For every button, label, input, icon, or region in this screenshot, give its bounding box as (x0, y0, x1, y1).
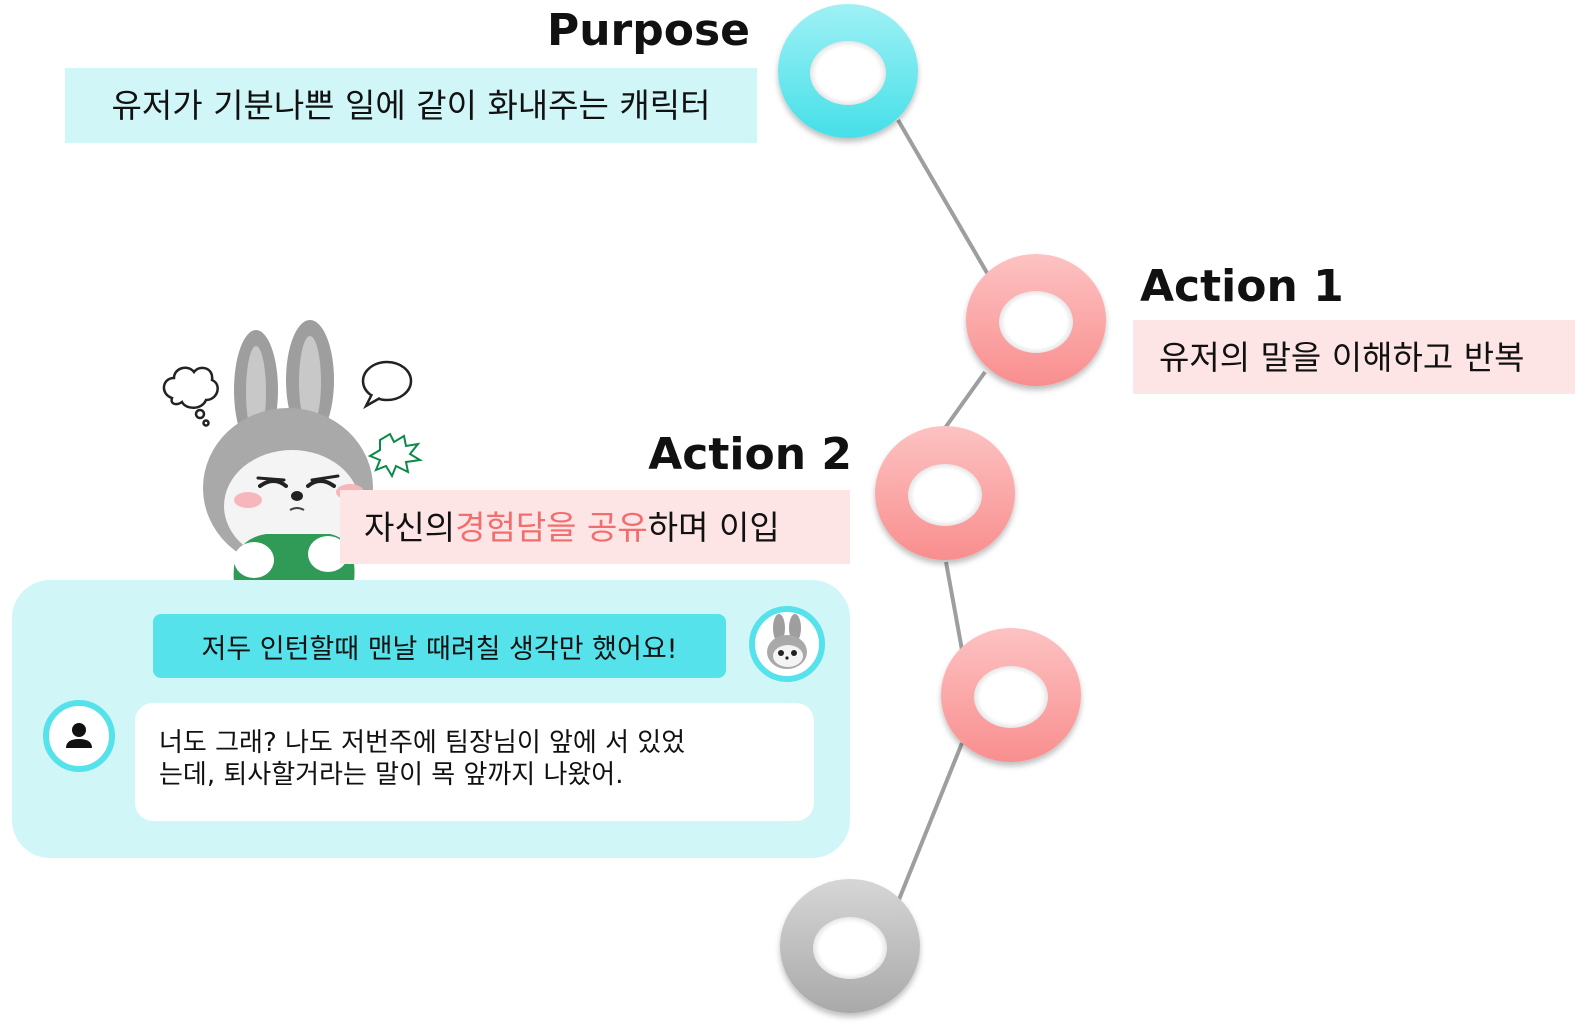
connector-2 (943, 370, 987, 430)
connector-lines (896, 118, 992, 903)
action-2-label-prefix: 자신의 (364, 507, 456, 547)
connector-3 (944, 561, 964, 651)
action-2-label: 자신의 경험담을 공유 하며 이입 (340, 490, 850, 564)
connector-4 (896, 742, 964, 903)
connector-1 (896, 118, 992, 280)
speech-bubble-icon (361, 360, 413, 410)
purpose-heading: Purpose (546, 5, 750, 56)
bot-message-text: 저두 인턴할때 맨날 때려칠 생각만 했어요! (201, 633, 678, 665)
action-2-label-highlight: 경험담을 공유 (455, 507, 648, 547)
node-action-3 (941, 628, 1081, 762)
bot-message-bubble: 저두 인턴할때 맨날 때려칠 생각만 했어요! (153, 614, 726, 678)
action-2-label-suffix: 하며 이입 (647, 507, 780, 547)
action-1-label: 유저의 말을 이해하고 반복 (1133, 320, 1575, 394)
bunny-mascot-illustration (162, 320, 423, 582)
node-purpose (778, 4, 918, 138)
bunny-avatar-icon (767, 614, 807, 669)
user-profile-icon (66, 723, 92, 748)
purpose-label: 유저가 기분나쁜 일에 같이 화내주는 캐릭터 (65, 68, 757, 143)
thought-cloud-icon (162, 366, 219, 427)
purpose-label-text: 유저가 기분나쁜 일에 같이 화내주는 캐릭터 (111, 86, 711, 125)
user-message-line-2: 는데, 퇴사할거라는 말이 목 앞까지 나왔어. (159, 760, 624, 790)
action-2-heading: Action 2 (648, 429, 852, 480)
node-action-2 (875, 426, 1015, 560)
node-end (780, 879, 920, 1013)
action-1-heading: Action 1 (1140, 261, 1344, 312)
bot-avatar (749, 606, 825, 682)
user-message-bubble: 너도 그래? 나도 저번주에 팀장님이 앞에 서 있었 는데, 퇴사할거라는 말… (135, 703, 814, 821)
user-message-line-1: 너도 그래? 나도 저번주에 팀장님이 앞에 서 있었 (159, 728, 686, 758)
anger-burst-icon (367, 432, 423, 479)
action-1-label-text: 유저의 말을 이해하고 반복 (1159, 337, 1525, 377)
node-action-1 (966, 254, 1106, 386)
user-avatar (43, 700, 115, 772)
